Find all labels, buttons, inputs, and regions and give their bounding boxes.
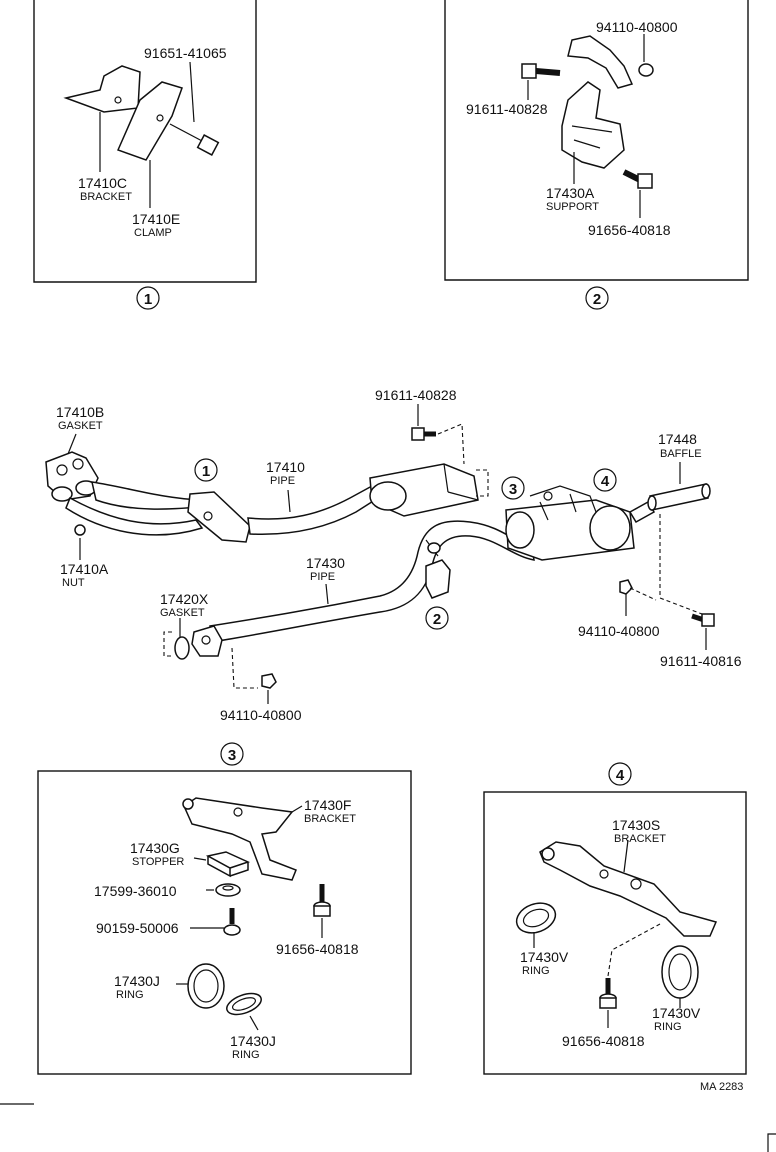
label-94110-40800-main-a: 94110-40800: [220, 707, 302, 723]
converter-shape: [187, 491, 251, 543]
drawing-code: MA 2283: [700, 1081, 743, 1093]
label-17420x: 17420X: [160, 591, 209, 607]
nut-94110-40800-main-b: [619, 579, 633, 595]
label-ring-17430v-a: RING: [522, 965, 550, 977]
detail-box-3: 3 17430F BRACKET: [37, 742, 412, 1075]
label-pipe-17410: PIPE: [270, 475, 295, 487]
baffle-17448-shape: [649, 483, 709, 511]
label-17448: 17448: [658, 431, 697, 447]
support-17430a-shape: [561, 81, 625, 169]
callout-3-main: 3: [509, 481, 517, 498]
clamp-17410e-shape: [116, 81, 183, 161]
callout-1-main: 1: [202, 463, 210, 480]
label-ring-17430v-b: RING: [654, 1021, 682, 1033]
main-exhaust-assembly: 17410B GASKET 17410A NUT 91611-40828 174…: [45, 387, 742, 723]
label-17430j-a: 17430J: [114, 973, 160, 989]
ring-17430v-a: [515, 902, 557, 934]
label-17430s: 17430S: [612, 817, 660, 833]
bolt-91656-40818-box2: [622, 169, 653, 189]
nut-94110-40800-main-a: [261, 673, 277, 689]
callout-3-box: 3: [228, 747, 236, 764]
bracket-17410c-shape: [63, 65, 141, 113]
label-gasket-17410b: GASKET: [58, 420, 103, 432]
label-bracket-17430s: BRACKET: [614, 833, 666, 845]
label-91651-41065: 91651-41065: [144, 45, 227, 61]
label-91611-40816: 91611-40816: [660, 653, 742, 669]
bracket-17430s-shape: [539, 841, 718, 937]
label-94110-40800-box2: 94110-40800: [596, 19, 678, 35]
label-91611-40828-box2: 91611-40828: [466, 101, 548, 117]
label-ring-17430j-b: RING: [232, 1049, 260, 1061]
gasket-17420x-shape: [174, 636, 190, 660]
label-17430f: 17430F: [304, 797, 351, 813]
label-17410c: 17410C: [78, 175, 127, 191]
bolt-91656-40818-box3: [313, 884, 331, 917]
label-gasket-17420x: GASKET: [160, 607, 205, 619]
label-17410e: 17410E: [132, 211, 180, 227]
bolt-90159-50006: [223, 908, 241, 936]
bolt-91651-41065: [169, 123, 220, 156]
detail-box-4: 4 17430S BRACKET 17430V RING 17430V RING…: [483, 762, 747, 1075]
stopper-17430g-shape: [205, 851, 251, 878]
label-17410b: 17410B: [56, 404, 104, 420]
bolt-91611-40828-main: [411, 427, 436, 441]
label-bracket: BRACKET: [80, 191, 132, 203]
callout-4-box: 4: [616, 767, 625, 784]
callout-2-box: 2: [593, 291, 601, 308]
label-bracket-17430f: BRACKET: [304, 813, 356, 825]
bolt-91611-40828: [521, 63, 561, 79]
label-17599-36010: 17599-36010: [94, 883, 177, 899]
label-91656-40818-box4: 91656-40818: [562, 1033, 645, 1049]
label-91611-40828-main: 91611-40828: [375, 387, 457, 403]
label-91656-40818-box2: 91656-40818: [588, 222, 671, 238]
label-91656-40818-box3: 91656-40818: [276, 941, 359, 957]
label-baffle: BAFFLE: [660, 448, 702, 460]
label-pipe-17430: PIPE: [310, 571, 335, 583]
detail-box-2: 94110-40800 91611-40828 17430A SUPPORT 9…: [444, 0, 749, 310]
label-17430a: 17430A: [546, 185, 595, 201]
label-17430g: 17430G: [130, 840, 180, 856]
callout-2-main: 2: [433, 611, 441, 628]
label-17410: 17410: [266, 459, 305, 475]
callout-4-main: 4: [601, 473, 610, 490]
bolt-91611-40816: [691, 613, 715, 627]
nut-17410a: [74, 524, 86, 536]
ring-17430j-b: [226, 992, 262, 1016]
bracket-17430f-shape: [183, 797, 297, 881]
label-clamp: CLAMP: [134, 227, 172, 239]
label-17430j-b: 17430J: [230, 1033, 276, 1049]
bolt-91656-40818-box4: [599, 978, 617, 1009]
callout-1-box: 1: [144, 291, 152, 308]
label-17430v-b: 17430V: [652, 1005, 701, 1021]
label-17410a: 17410A: [60, 561, 109, 577]
detail-box-1: 91651-41065 17410C BRACKET 17410E CLAMP …: [33, 0, 257, 310]
label-nut: NUT: [62, 577, 85, 589]
nut-94110-40800: [638, 63, 654, 77]
label-support: SUPPORT: [546, 201, 599, 213]
label-94110-40800-main-b: 94110-40800: [578, 623, 660, 639]
label-17430: 17430: [306, 555, 345, 571]
label-17430v-a: 17430V: [520, 949, 569, 965]
label-ring-17430j-a: RING: [116, 989, 144, 1001]
label-stopper: STOPPER: [132, 856, 184, 868]
label-90159-50006: 90159-50006: [96, 920, 179, 936]
